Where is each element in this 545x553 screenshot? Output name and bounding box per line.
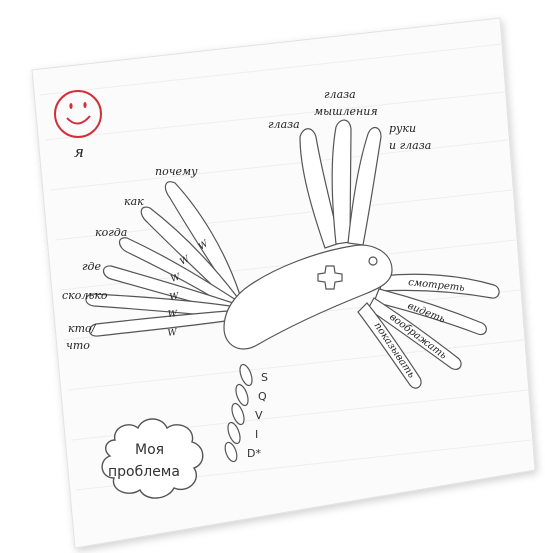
label-when: когда [95,226,127,239]
cloud-text-1: Моя [135,442,164,458]
smiley-eye [69,103,72,109]
blade-mind-eyes [332,120,351,244]
sqvid-s: S [261,371,268,384]
problem-cloud [102,419,203,498]
label-where: где [82,260,102,273]
label-hands-eyes-1: руки [389,122,416,135]
label-howmuch: сколько [62,289,108,302]
label-who: кто/ [68,322,97,335]
sqvid-d: D* [247,447,261,460]
label-why: почему [155,165,198,178]
w-label: W [168,309,179,320]
sqvid-v: V [255,409,263,422]
label-mind-eyes-2: мышления [314,105,378,118]
label-eyes: глаза [268,118,300,131]
label-hands-eyes-2: и глаза [389,139,431,152]
smiley-eye [83,102,86,108]
label-what: что [66,339,90,352]
label-mind-eyes-1: глаза [324,88,356,101]
label-how: как [124,195,144,208]
cloud-text-2: проблема [108,464,180,480]
sqvid-q: Q [258,390,267,403]
sqvid-i: I [255,428,258,441]
me-label: я [74,143,84,161]
